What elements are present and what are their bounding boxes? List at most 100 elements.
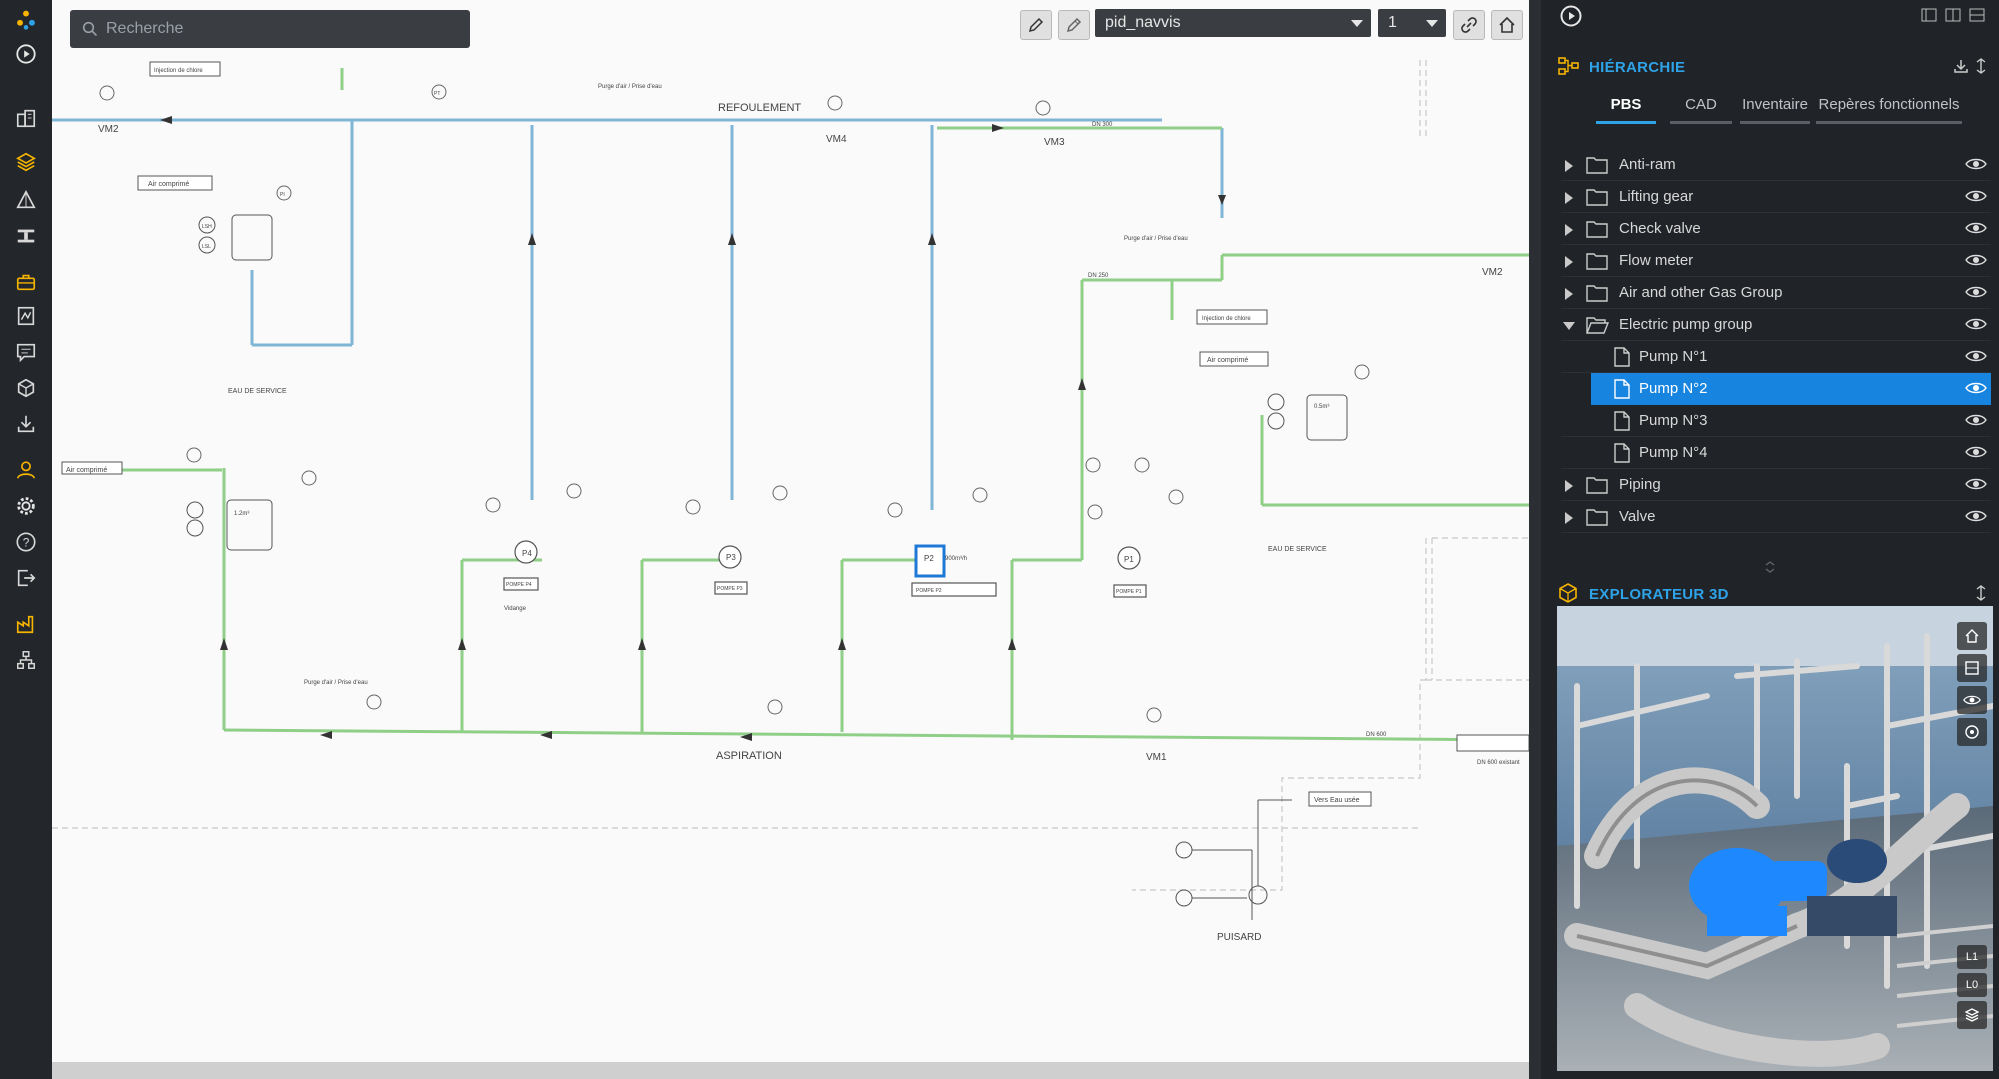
tree-item-anti-ram[interactable]: Anti-ram [1561,149,1991,181]
collapse-icon[interactable] [1975,585,1987,601]
viewer-visibility-button[interactable] [1957,686,1987,714]
tree-item-piping[interactable]: Piping [1561,469,1991,501]
tree-item-pump-2[interactable]: Pump N°2 [1591,373,1991,405]
search-input[interactable] [106,20,446,38]
download-icon[interactable] [10,408,42,440]
eye-icon[interactable] [1965,189,1987,203]
pipe-beam-icon[interactable] [10,220,42,252]
layout-stack-icon[interactable] [1969,8,1985,22]
toolbox-icon[interactable] [10,266,42,298]
pid-drawing-canvas[interactable] [52,0,1529,1062]
play-icon[interactable] [1559,4,1583,28]
tree-item-label: Pump N°2 [1639,380,1708,397]
tree-item-electric-pump-group[interactable]: Electric pump group [1561,309,1991,341]
eye-icon[interactable] [1965,157,1987,171]
pid-document-icon[interactable] [10,300,42,332]
tree-item-flow-meter[interactable]: Flow meter [1561,245,1991,277]
label-pompe-p4: POMPE P4 [506,582,532,588]
play-icon[interactable] [10,38,42,70]
tree-item-valve[interactable]: Valve [1561,501,1991,533]
valve-vm2-right[interactable]: VM2 [1482,267,1503,278]
valve-vm4[interactable]: VM4 [826,134,847,145]
edit-button[interactable] [1058,10,1090,40]
home-view-button[interactable] [1491,10,1523,40]
annotate-button[interactable] [1020,10,1052,40]
expand-arrow-icon[interactable] [1565,160,1573,172]
eye-icon[interactable] [1965,221,1987,235]
level-l0-button[interactable]: L0 [1957,973,1987,997]
tab-reperes-label: Repères fonctionnels [1818,96,1960,113]
tree-item-air-gas-group[interactable]: Air and other Gas Group [1561,277,1991,309]
expand-arrow-icon[interactable] [1565,224,1573,236]
eye-icon[interactable] [1965,413,1987,427]
horizontal-scrollbar[interactable] [52,1062,1529,1079]
download-icon[interactable] [1953,58,1969,74]
collapse-arrow-icon[interactable] [1563,322,1575,330]
pump-highlight-3d[interactable] [1689,848,1827,936]
gear-icon[interactable] [10,490,42,522]
user-icon[interactable] [10,454,42,486]
buildings-icon[interactable] [10,102,42,134]
eye-icon[interactable] [1965,253,1987,267]
pump-p4[interactable]: P4 [522,549,532,558]
app-logo-icon[interactable] [10,4,42,36]
document-select[interactable]: pid_navvis [1095,9,1371,37]
eye-icon[interactable] [1965,349,1987,363]
triangle-network-icon[interactable] [10,184,42,216]
drag-handle-icon[interactable] [1762,560,1778,574]
eye-icon[interactable] [1965,285,1987,299]
viewer-home-button[interactable] [1957,622,1987,650]
search-box[interactable] [70,10,470,48]
layers-icon[interactable] [10,146,42,178]
expand-arrow-icon[interactable] [1565,288,1573,300]
eye-icon[interactable] [1965,317,1987,331]
viewer-measure-button[interactable] [1957,718,1987,746]
layout-split-icon[interactable] [1945,8,1961,22]
valve-vm2-left[interactable]: VM2 [98,124,119,135]
panel-splitter[interactable] [1529,0,1541,1079]
expand-arrow-icon[interactable] [1565,512,1573,524]
pump-p3[interactable]: P3 [726,553,736,562]
link-button[interactable] [1453,10,1485,40]
tree-item-pump-4[interactable]: Pump N°4 [1561,437,1991,469]
eye-icon[interactable] [1965,509,1987,523]
section-splitter[interactable] [1541,560,1999,574]
tree-item-pump-1[interactable]: Pump N°1 [1561,341,1991,373]
viewer-section-button[interactable] [1957,654,1987,682]
section-box-icon [1965,661,1979,675]
factory-icon[interactable] [10,608,42,640]
help-icon[interactable]: ? [10,526,42,558]
pid-diagram[interactable]: REFOULEMENT ASPIRATION PUISARD EAU DE SE… [52,0,1529,1062]
page-select-value: 1 [1388,14,1397,31]
level-l1-button[interactable]: L1 [1957,945,1987,969]
viewer-layers-button[interactable] [1957,1001,1987,1029]
comments-icon[interactable] [10,336,42,368]
collapse-icon[interactable] [1975,58,1987,74]
expand-arrow-icon[interactable] [1565,192,1573,204]
tab-pbs[interactable]: PBS [1596,96,1656,124]
pump-p2[interactable]: P2 [924,554,934,563]
tab-reperes-fonctionnels[interactable]: Repères fonctionnels [1816,96,1962,124]
point-cloud-render[interactable] [1557,606,1993,1071]
folder-icon [1586,157,1608,174]
tree-item-pump-3[interactable]: Pump N°3 [1561,405,1991,437]
logout-icon[interactable] [10,562,42,594]
pump-p1[interactable]: P1 [1124,555,1134,564]
eye-icon[interactable] [1965,445,1987,459]
pump-p2-highlight[interactable] [914,544,946,578]
tree-item-lifting-gear[interactable]: Lifting gear [1561,181,1991,213]
valve-vm3[interactable]: VM3 [1044,137,1065,148]
3d-viewer[interactable]: L1 L0 [1557,606,1993,1071]
hierarchy-tree-icon[interactable] [10,644,42,676]
valve-vm1[interactable]: VM1 [1146,752,1167,763]
page-select[interactable]: 1 [1378,9,1446,37]
tree-item-check-valve[interactable]: Check valve [1561,213,1991,245]
expand-arrow-icon[interactable] [1565,256,1573,268]
layout-single-icon[interactable] [1921,8,1937,22]
tab-cad[interactable]: CAD [1670,96,1732,124]
cube-icon[interactable] [10,372,42,404]
eye-icon[interactable] [1965,381,1987,395]
eye-icon[interactable] [1965,477,1987,491]
tab-inventaire[interactable]: Inventaire [1740,96,1810,124]
expand-arrow-icon[interactable] [1565,480,1573,492]
